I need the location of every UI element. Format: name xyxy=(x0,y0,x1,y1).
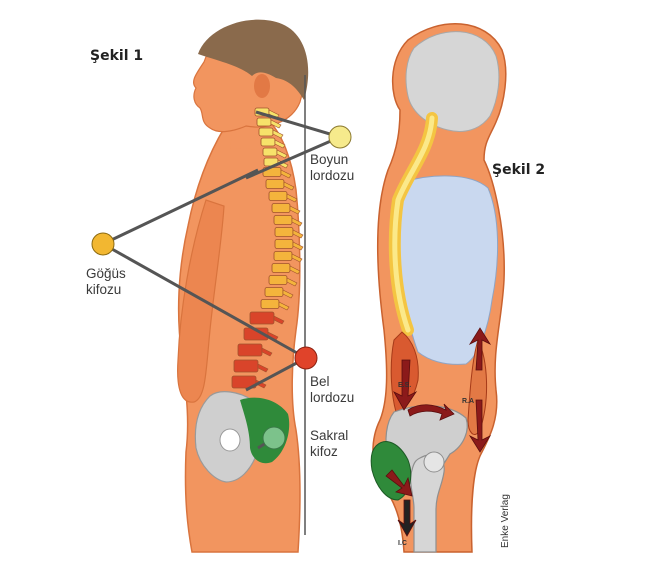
vertebra xyxy=(268,275,288,285)
lumbar-lordosis-label: Bel lordozu xyxy=(310,374,354,406)
vertebra xyxy=(260,299,280,309)
vertebra xyxy=(256,117,272,127)
chest-kyphosis-label: Göğüs kifozu xyxy=(86,266,126,298)
vertebra xyxy=(249,311,275,325)
figure2-skull xyxy=(405,31,500,132)
vertebra xyxy=(265,179,285,189)
sacral-kyphosis-marker xyxy=(262,426,286,450)
spinous-process xyxy=(272,129,284,139)
hip-socket xyxy=(219,428,241,452)
neck-label-line2: lordozu xyxy=(310,168,355,183)
spinous-process xyxy=(292,229,304,239)
vertebra xyxy=(262,147,278,157)
arrow-diagonal-glute xyxy=(385,469,413,497)
spinous-process xyxy=(276,149,288,159)
figure1-ear xyxy=(254,74,270,98)
rectus-abdominis-label: R.A xyxy=(462,398,475,405)
iliacus-label: I.C xyxy=(398,540,407,547)
spinous-process xyxy=(286,277,298,287)
vertebra xyxy=(271,263,291,273)
vertebra xyxy=(268,191,288,201)
spinous-process xyxy=(282,289,294,299)
vertebra xyxy=(264,287,284,297)
spinous-process xyxy=(291,253,303,263)
arrow-down-abdomen xyxy=(468,399,492,453)
neck-lordosis-label: Boyun lordozu xyxy=(310,152,354,184)
figure2-title: Şekil 2 xyxy=(492,162,546,178)
spinous-process xyxy=(283,181,295,191)
hip-joint xyxy=(423,451,445,473)
arrow-curved-pelvis xyxy=(407,403,455,421)
neck-lordosis-marker xyxy=(328,125,352,149)
spinous-process xyxy=(257,363,269,373)
spinous-process xyxy=(273,315,285,325)
figure1-hair xyxy=(198,19,309,100)
spinous-process xyxy=(291,217,303,227)
figure2-body xyxy=(370,23,507,553)
vertebra xyxy=(233,359,259,373)
vertebra xyxy=(271,203,291,213)
spinous-process xyxy=(289,265,301,275)
publisher-credit: Enke Verlag xyxy=(500,494,511,548)
neck-label-line1: Boyun xyxy=(310,152,349,167)
vertebra xyxy=(273,251,293,261)
spinous-process xyxy=(289,205,301,215)
lumbar-lordosis-marker xyxy=(294,346,318,370)
arrow-up-abdomen xyxy=(468,327,492,371)
figure2-spinal-cord xyxy=(392,115,435,333)
spinous-process xyxy=(280,169,292,179)
spinous-process xyxy=(278,301,290,311)
vertebra xyxy=(260,137,276,147)
sacral-label-line2: kifoz xyxy=(310,444,338,459)
arrow-down-leg xyxy=(397,499,417,537)
spinous-process xyxy=(274,139,286,149)
chest-label-line2: kifozu xyxy=(86,282,122,297)
chest-label-line1: Göğüs xyxy=(86,266,126,281)
spinous-process xyxy=(292,241,304,251)
lumbar-label-line2: lordozu xyxy=(310,390,355,405)
vertebra xyxy=(274,227,294,237)
spinous-process xyxy=(261,347,273,357)
lumbar-label-line1: Bel xyxy=(310,374,330,389)
sacral-label-line1: Sakral xyxy=(310,428,349,443)
chest-kyphosis-marker xyxy=(91,232,115,256)
spinous-process xyxy=(286,193,298,203)
vertebra xyxy=(273,215,293,225)
vertebra xyxy=(274,239,294,249)
vertebra xyxy=(237,343,263,357)
erector-spinae-label: E.S. xyxy=(398,382,412,389)
sacral-kyphosis-label: Sakral kifoz xyxy=(310,428,348,460)
arrow-down-back xyxy=(393,359,418,411)
spinous-process xyxy=(270,119,282,129)
vertebra xyxy=(258,127,274,137)
figure1-arm xyxy=(177,199,225,403)
figure1-title: Şekil 1 xyxy=(90,48,144,64)
force-arrows xyxy=(385,327,492,537)
